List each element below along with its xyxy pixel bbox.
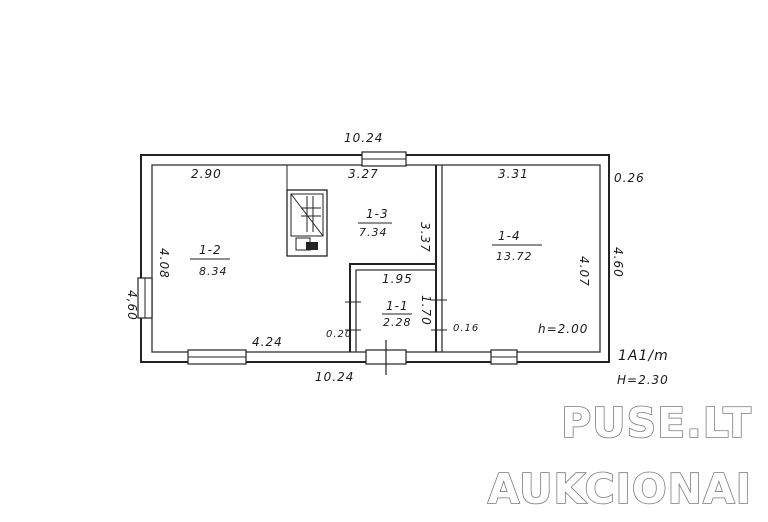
room-1-1-area: 2.28	[383, 316, 412, 329]
stove-icon	[286, 189, 328, 257]
partition-wall	[431, 165, 447, 352]
room-labels: 1-2 8.34 1-3 7.34 1-4 13.72 1-1 2.28	[190, 207, 542, 329]
room-1-2-id: 1-2	[199, 243, 222, 257]
room-1-3-area: 7.34	[359, 226, 388, 239]
dim-top-overall: 10.24	[344, 131, 383, 145]
dim-right-height: 4.60	[611, 247, 625, 278]
dim-room2-top: 2.90	[191, 167, 222, 181]
dim-wall-right-room1: 0.16	[453, 323, 479, 334]
bottom-left-window	[187, 349, 247, 365]
plan-notes: h=2.00 1A1/m H=2.30	[538, 322, 669, 387]
dim-room4-height: 4.07	[577, 256, 591, 287]
dim-wall-thickness: 0.26	[614, 171, 645, 185]
room-1-1-id: 1-1	[386, 299, 409, 313]
room-1-2-area: 8.34	[199, 265, 228, 278]
room4-height-note: h=2.00	[538, 322, 588, 336]
room-1-4-id: 1-4	[498, 229, 521, 243]
watermark-line2: AUKCIONAI	[488, 465, 752, 513]
dim-partition-height: 3.37	[418, 222, 432, 253]
dim-room1-top: 1.95	[382, 272, 413, 286]
dim-bottom-overall: 10.24	[315, 370, 354, 384]
dim-room1-height: 1.70	[419, 295, 433, 326]
entrance-door	[365, 340, 407, 375]
room-1-3-id: 1-3	[366, 207, 389, 221]
dim-room2-height: 4.08	[157, 248, 171, 279]
dimension-labels: 10.24 10.24 4,60 4.60 2.90 3.27 3.31 0.2…	[125, 131, 645, 384]
building-height-note: H=2.30	[617, 373, 669, 387]
bottom-right-window	[490, 349, 518, 365]
room-1-4-area: 13.72	[496, 250, 533, 263]
dim-wall-left-room1: 0.20	[326, 329, 352, 340]
building-id-note: 1A1/m	[618, 348, 669, 364]
left-window	[137, 277, 153, 319]
dim-room2-bottom: 4.24	[252, 335, 283, 349]
top-window	[361, 151, 407, 167]
dim-room3-top: 3.27	[348, 167, 379, 181]
watermark-line1: PUSE.LT	[561, 399, 752, 447]
dim-room4-top: 3.31	[498, 167, 529, 181]
dim-left-height: 4,60	[125, 290, 139, 321]
room-1-1-walls	[345, 263, 436, 352]
watermark: PUSE.LT AUKCIONAI	[487, 398, 752, 514]
